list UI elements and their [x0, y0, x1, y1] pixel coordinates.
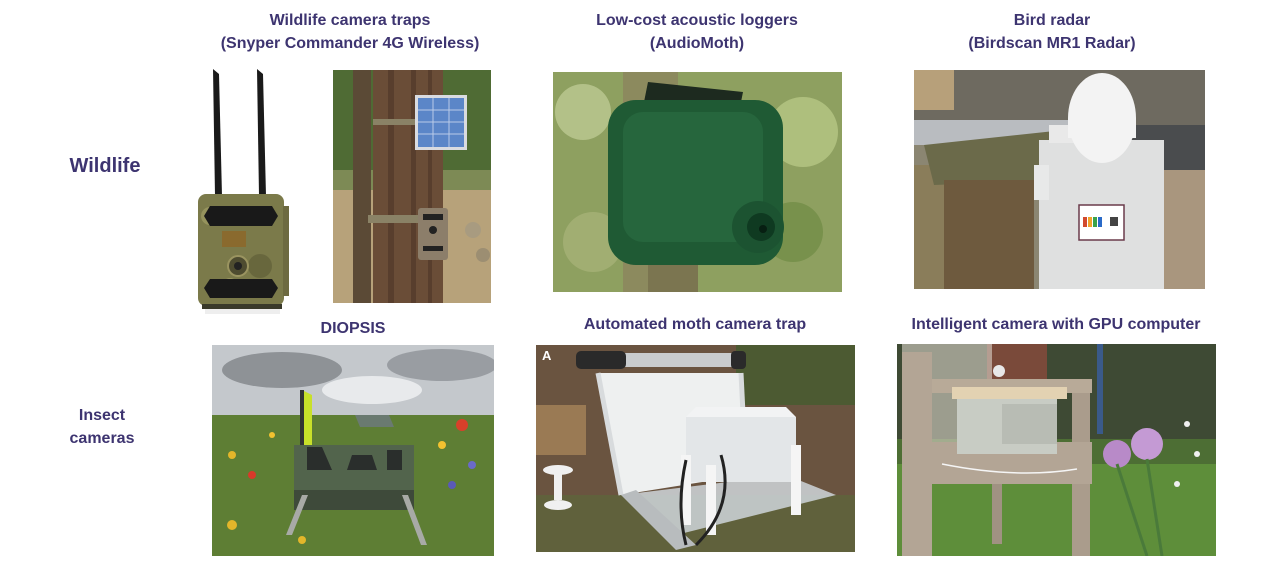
caption-acoustic-loggers: Low-cost acoustic loggers (AudioMoth) [547, 9, 847, 55]
row-label-insect-cameras: Insect cameras [40, 404, 164, 450]
caption-intelligent-camera: Intelligent camera with GPU computer [906, 313, 1206, 336]
caption-line: Wildlife camera traps [269, 12, 431, 29]
row-label-wildlife: Wildlife [40, 153, 170, 179]
row-label-line: cameras [69, 430, 135, 447]
caption-line: (Birdscan MR1 Radar) [968, 35, 1136, 52]
intelligent-camera-photo [897, 344, 1216, 556]
caption-line: Automated moth camera trap [583, 316, 807, 333]
caption-moth-camera-trap: Automated moth camera trap [545, 313, 845, 336]
moth-trap-photo: A [536, 345, 855, 552]
row-label-line: Insect [78, 407, 126, 424]
figure-corner-label: A [542, 348, 552, 363]
caption-wildlife-camera-traps: Wildlife camera traps (Snyper Commander … [200, 9, 500, 55]
diopsis-photo [212, 345, 494, 556]
caption-line: Intelligent camera with GPU computer [911, 316, 1201, 333]
audiomoth-photo [553, 72, 842, 292]
row-label-text: Wildlife [69, 155, 141, 177]
camera-trap-on-tree-photo [333, 70, 491, 303]
caption-line: (Snyper Commander 4G Wireless) [220, 35, 480, 52]
camera-trap-product-photo [190, 66, 300, 316]
caption-line: Low-cost acoustic loggers [596, 12, 798, 29]
caption-diopsis: DIOPSIS [203, 317, 503, 340]
caption-line: Bird radar [1013, 12, 1091, 29]
bird-radar-photo [914, 70, 1205, 289]
caption-line: DIOPSIS [320, 320, 386, 337]
caption-line: (AudioMoth) [649, 35, 745, 52]
caption-bird-radar: Bird radar (Birdscan MR1 Radar) [902, 9, 1202, 55]
